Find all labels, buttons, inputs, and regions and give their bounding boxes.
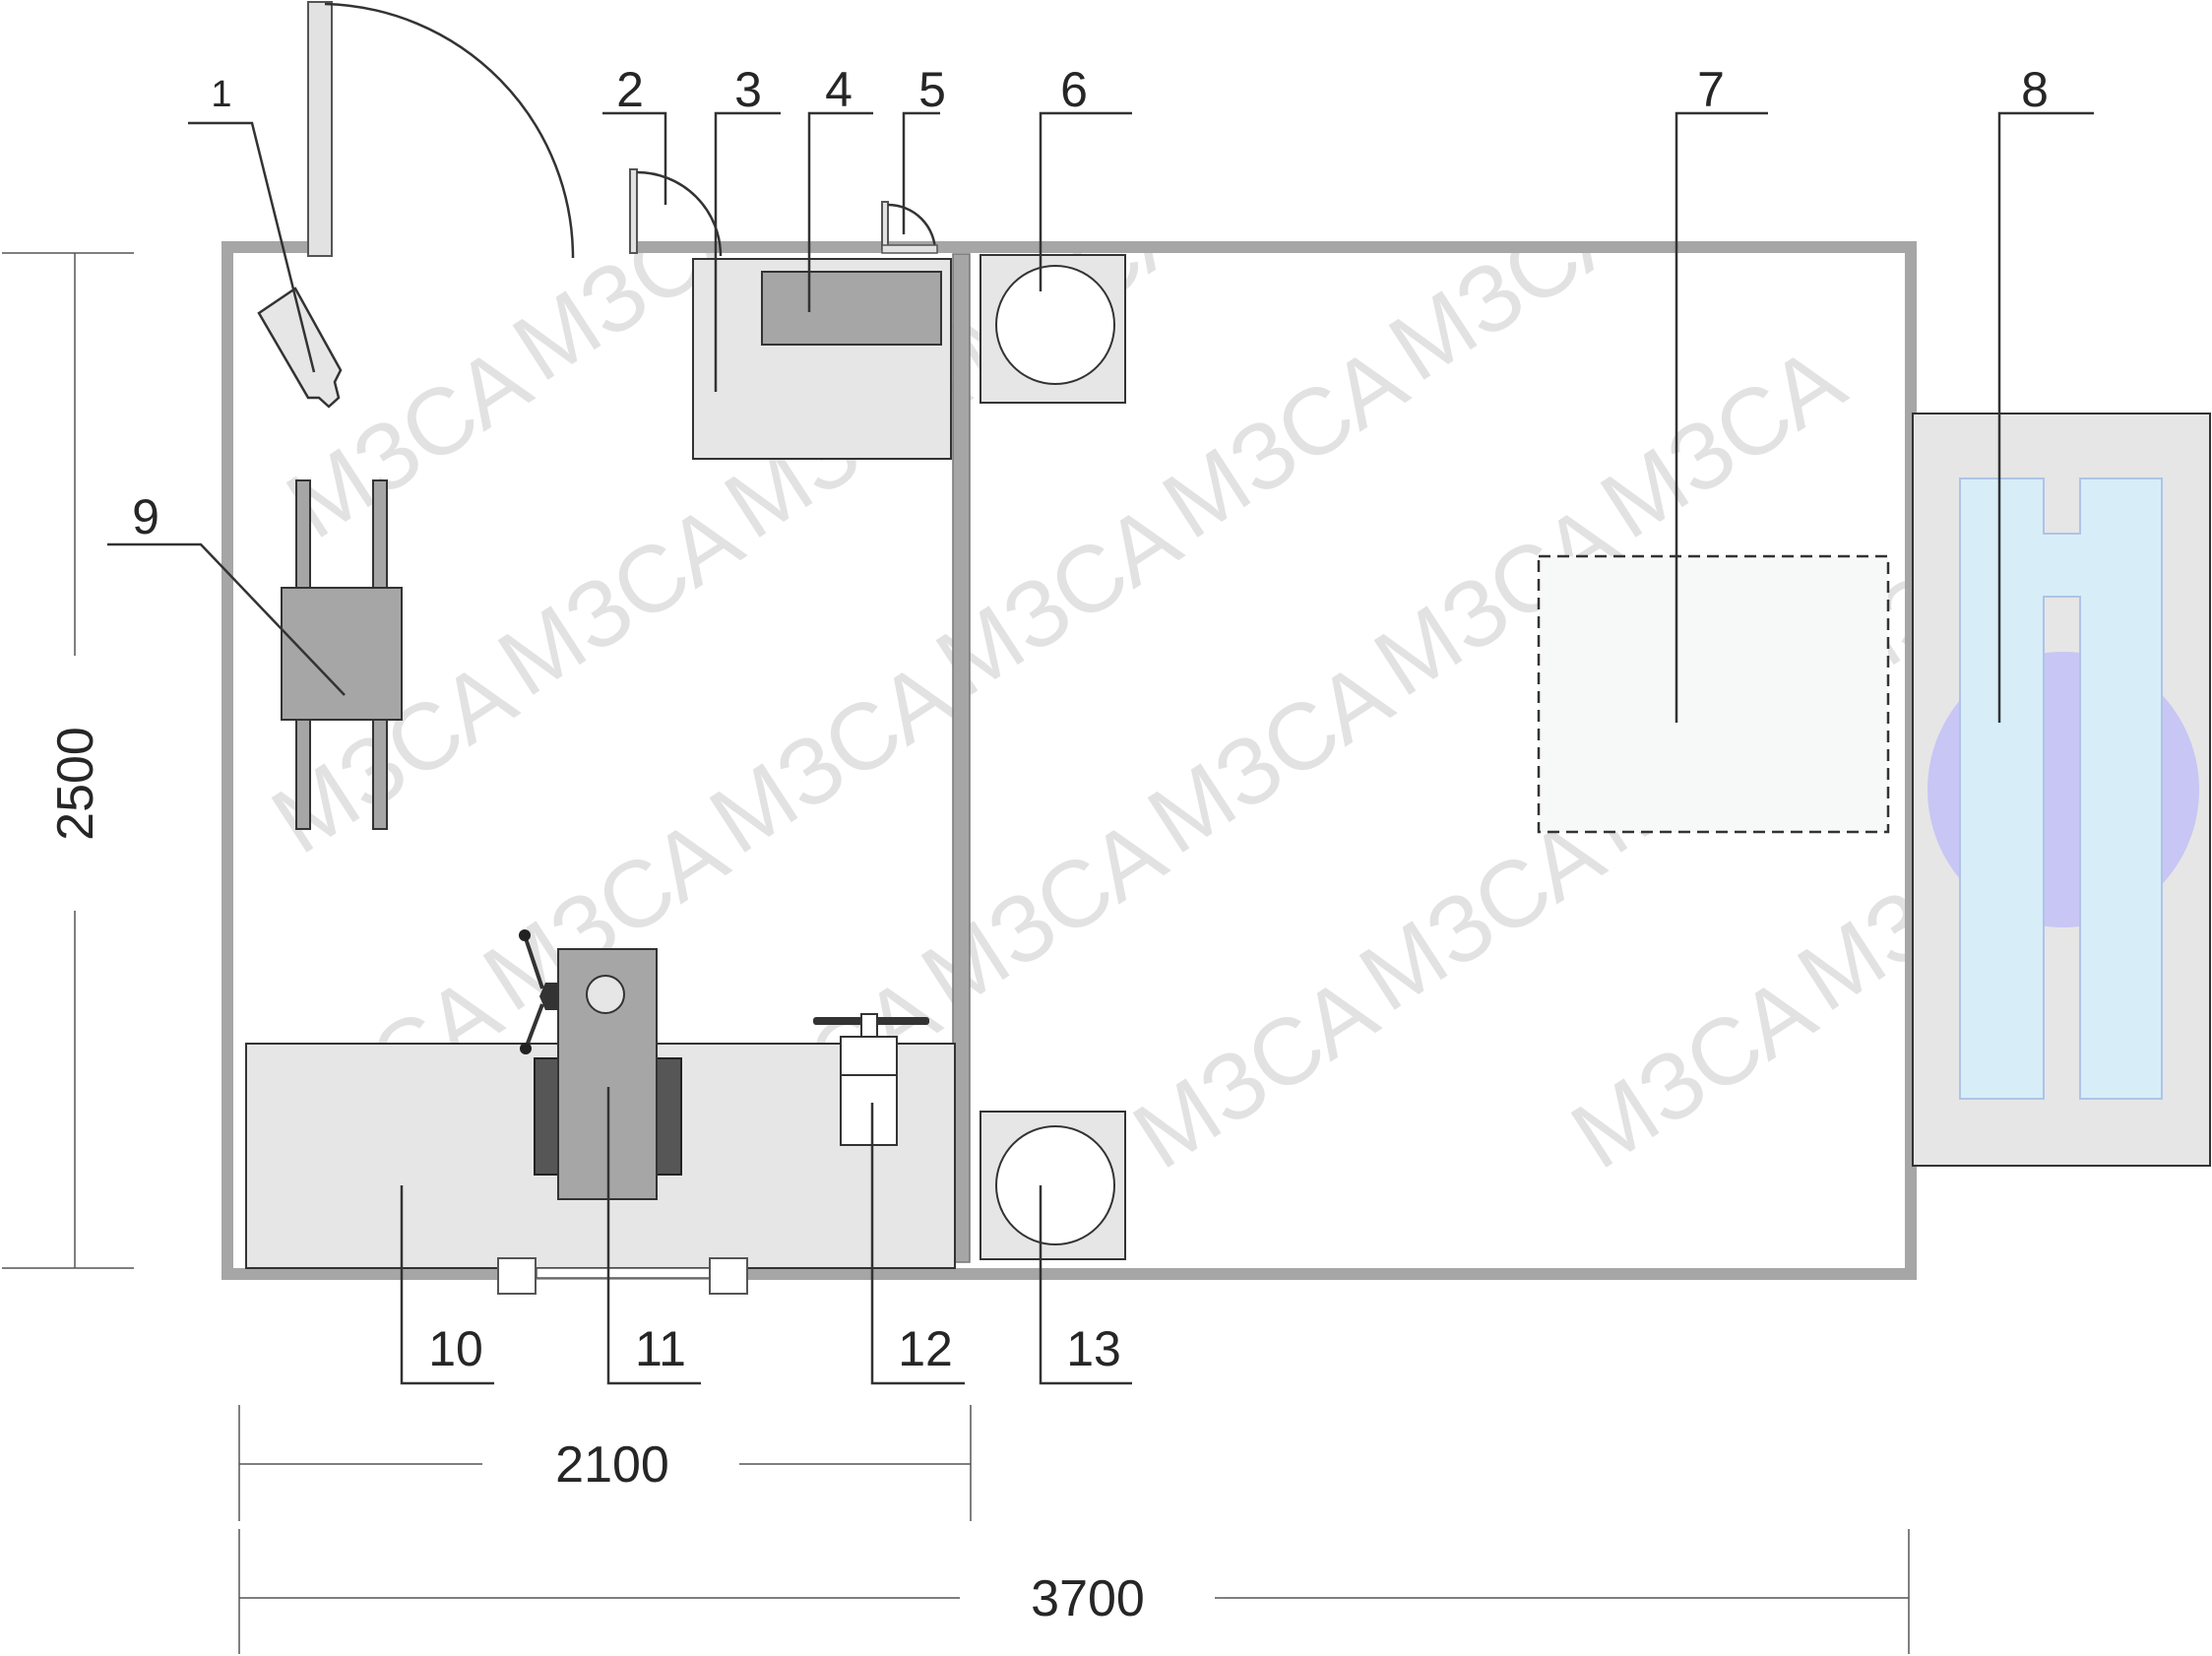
cabinet-panel	[761, 271, 942, 346]
watermark-text: МЗСА	[1583, 327, 1862, 559]
callout-labels: 1 2 3 4 5 6 7 8 9 10 11 12 13	[132, 62, 2049, 1376]
fan-top-circle	[995, 265, 1115, 385]
callout-1: 1	[211, 74, 231, 115]
machine-handle-upper	[523, 934, 544, 989]
callout-10: 10	[428, 1321, 483, 1376]
door-opening	[333, 236, 630, 258]
callout-12: 12	[898, 1321, 953, 1376]
lift-frame	[1959, 478, 2163, 1100]
vise-screw	[860, 1013, 878, 1039]
room-outer-wall	[221, 241, 1917, 1280]
dimension-height: 2500	[47, 727, 104, 841]
flap-base	[881, 244, 938, 254]
watermark-text: МЗСА	[1145, 327, 1423, 559]
drawer-handle-left	[497, 1257, 537, 1295]
small-door-swing-arc	[636, 170, 723, 257]
wall-tool	[257, 287, 343, 409]
machine-handle-knob-lower	[520, 1043, 532, 1054]
watermark-text: МЗСА	[1115, 957, 1394, 1189]
callout-5: 5	[918, 62, 946, 117]
machine-spindle	[586, 975, 625, 1014]
machine-handle-hub	[539, 983, 558, 1010]
flap-swing-arc	[887, 203, 937, 253]
watermark-text: МЗСА	[1371, 169, 1650, 402]
callout-11: 11	[635, 1321, 686, 1376]
small-door-leaf	[629, 168, 638, 254]
callout-9: 9	[132, 489, 159, 544]
callout-6: 6	[1060, 62, 1088, 117]
stand-body	[281, 587, 403, 721]
machine-handle-knob-upper	[519, 929, 531, 941]
watermark-text: МЗСА	[904, 799, 1182, 1032]
vise-body	[840, 1036, 898, 1146]
fan-bottom-circle	[995, 1125, 1115, 1245]
flap-leaf	[881, 201, 889, 250]
watermark-text: МЗСА	[480, 484, 759, 717]
dimension-left-width: 2100	[555, 1436, 669, 1494]
dimension-total-width: 3700	[1031, 1570, 1145, 1627]
drawer-rail	[536, 1267, 715, 1279]
dashed-work-area	[1537, 554, 1890, 834]
watermark-text: МЗСА	[1553, 957, 1832, 1189]
callout-4: 4	[825, 62, 853, 117]
callout-3: 3	[734, 62, 762, 117]
drawer-handle-right	[709, 1257, 748, 1295]
callout-2: 2	[616, 62, 644, 117]
callout-8: 8	[2021, 62, 2049, 117]
partition-wall	[952, 253, 971, 1263]
callout-13: 13	[1066, 1321, 1121, 1376]
leader-lines	[107, 111, 2094, 1385]
dimension-lines	[2, 252, 1910, 1654]
entrance-door-swing-arc	[324, 2, 575, 259]
watermark-text: МЗСА	[692, 642, 971, 874]
entrance-door-leaf	[307, 1, 333, 257]
machine-handle-lower	[524, 1003, 544, 1050]
watermark-text: МЗСА	[1130, 642, 1409, 874]
callout-7: 7	[1697, 62, 1725, 117]
watermark-text: МЗСА	[1342, 799, 1620, 1032]
